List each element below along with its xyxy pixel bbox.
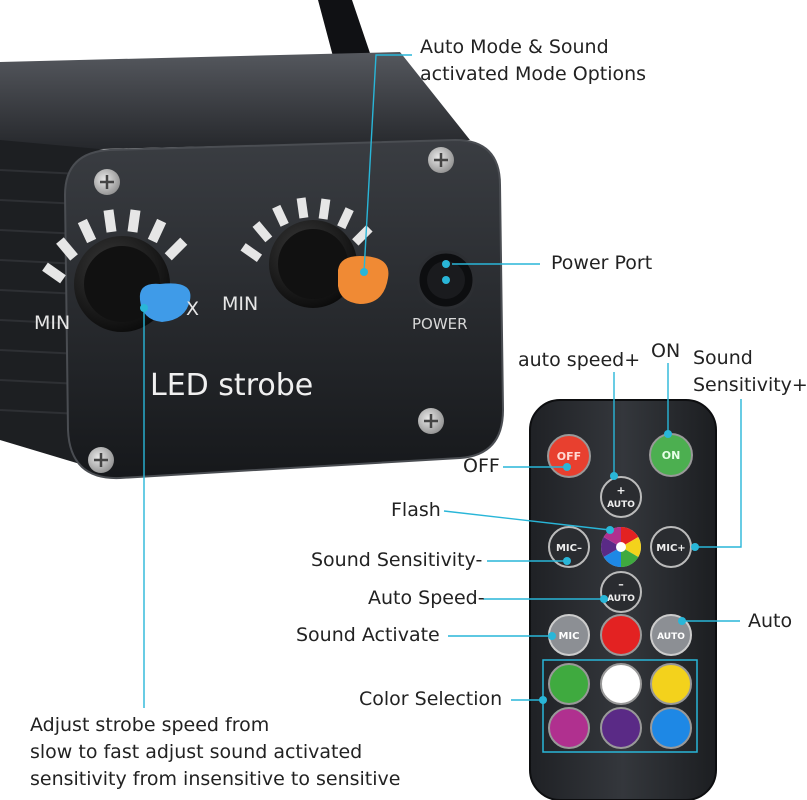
- color-yellow-button[interactable]: [650, 663, 692, 705]
- adjust-note-line3: sensitivity from insensitive to sensitiv…: [30, 768, 401, 790]
- callout-on: ON: [651, 340, 681, 362]
- auto-speed-minus-button[interactable]: – AUTO: [600, 571, 642, 613]
- adjust-note-line1: Adjust strobe speed from: [30, 714, 270, 736]
- mic-label: MIC: [558, 631, 579, 642]
- left-knob-min-label: MIN: [34, 312, 70, 334]
- mic-minus-label: MIC–: [556, 543, 582, 554]
- adjust-note-line2: slow to fast adjust sound activated: [30, 741, 363, 763]
- left-knob-scale: [42, 209, 188, 284]
- color-selection-box: [542, 659, 698, 753]
- right-knob[interactable]: [269, 220, 389, 308]
- auto-minus-sign: –: [618, 578, 624, 591]
- flash-button[interactable]: [601, 527, 641, 567]
- auto-minus-text: AUTO: [607, 594, 635, 604]
- callout-power-port: Power Port: [551, 252, 653, 274]
- leader-lines: [143, 54, 742, 708]
- color-red-button[interactable]: [600, 614, 642, 656]
- callout-color-selection: Color Selection: [359, 688, 503, 710]
- callout-off: OFF: [463, 455, 500, 477]
- auto-label: AUTO: [657, 632, 685, 642]
- auto-button[interactable]: AUTO: [650, 614, 692, 656]
- off-button-label: OFF: [557, 450, 581, 463]
- auto-speed-plus-button[interactable]: + AUTO: [600, 476, 642, 518]
- on-button[interactable]: ON: [649, 433, 693, 477]
- color-magenta-button[interactable]: [548, 707, 590, 749]
- leader-dots: [140, 260, 699, 704]
- callout-sound-sens-plus-line1: Sound: [693, 347, 753, 369]
- sound-sensitivity-plus-button[interactable]: MIC+: [650, 526, 692, 568]
- power-port[interactable]: [416, 250, 476, 310]
- callout-auto-speed-plus: auto speed+: [518, 349, 641, 371]
- screw-icon: [428, 147, 454, 173]
- callout-auto: Auto: [748, 610, 793, 632]
- callout-sound-sens-minus: Sound Sensitivity-: [311, 549, 483, 571]
- sound-sensitivity-minus-button[interactable]: MIC–: [548, 526, 590, 568]
- screw-icon: [418, 408, 444, 434]
- left-knob-max-label: X: [186, 298, 199, 320]
- auto-plus-sign: +: [616, 484, 625, 497]
- right-knob-min-label: MIN: [222, 293, 258, 315]
- mic-plus-label: MIC+: [656, 543, 685, 554]
- device-top: [0, 52, 470, 150]
- right-knob-scale: [240, 197, 373, 263]
- callout-sound-activate: Sound Activate: [296, 624, 440, 646]
- auto-plus-text: AUTO: [607, 500, 635, 510]
- color-green-button[interactable]: [548, 663, 590, 705]
- color-white-button[interactable]: [600, 663, 642, 705]
- callout-auto-speed-minus: Auto Speed-: [368, 587, 485, 609]
- callout-sound-sens-plus-line2: Sensitivity+: [693, 374, 807, 396]
- off-button[interactable]: OFF: [547, 434, 591, 478]
- device-front-face: [63, 138, 505, 480]
- power-label: POWER: [412, 315, 468, 333]
- screw-icon: [94, 169, 120, 195]
- color-blue-button[interactable]: [650, 707, 692, 749]
- callout-auto-mode-line2: activated Mode Options: [420, 63, 647, 85]
- adjust-note: Adjust strobe speed from slow to fast ad…: [30, 712, 400, 793]
- on-button-label: ON: [662, 449, 681, 462]
- callout-flash: Flash: [391, 499, 441, 521]
- brand-text: LED strobe: [150, 368, 313, 403]
- screw-icon: [88, 447, 114, 473]
- callout-auto-mode-line1: Auto Mode & Sound: [420, 36, 609, 58]
- color-purple-button[interactable]: [600, 707, 642, 749]
